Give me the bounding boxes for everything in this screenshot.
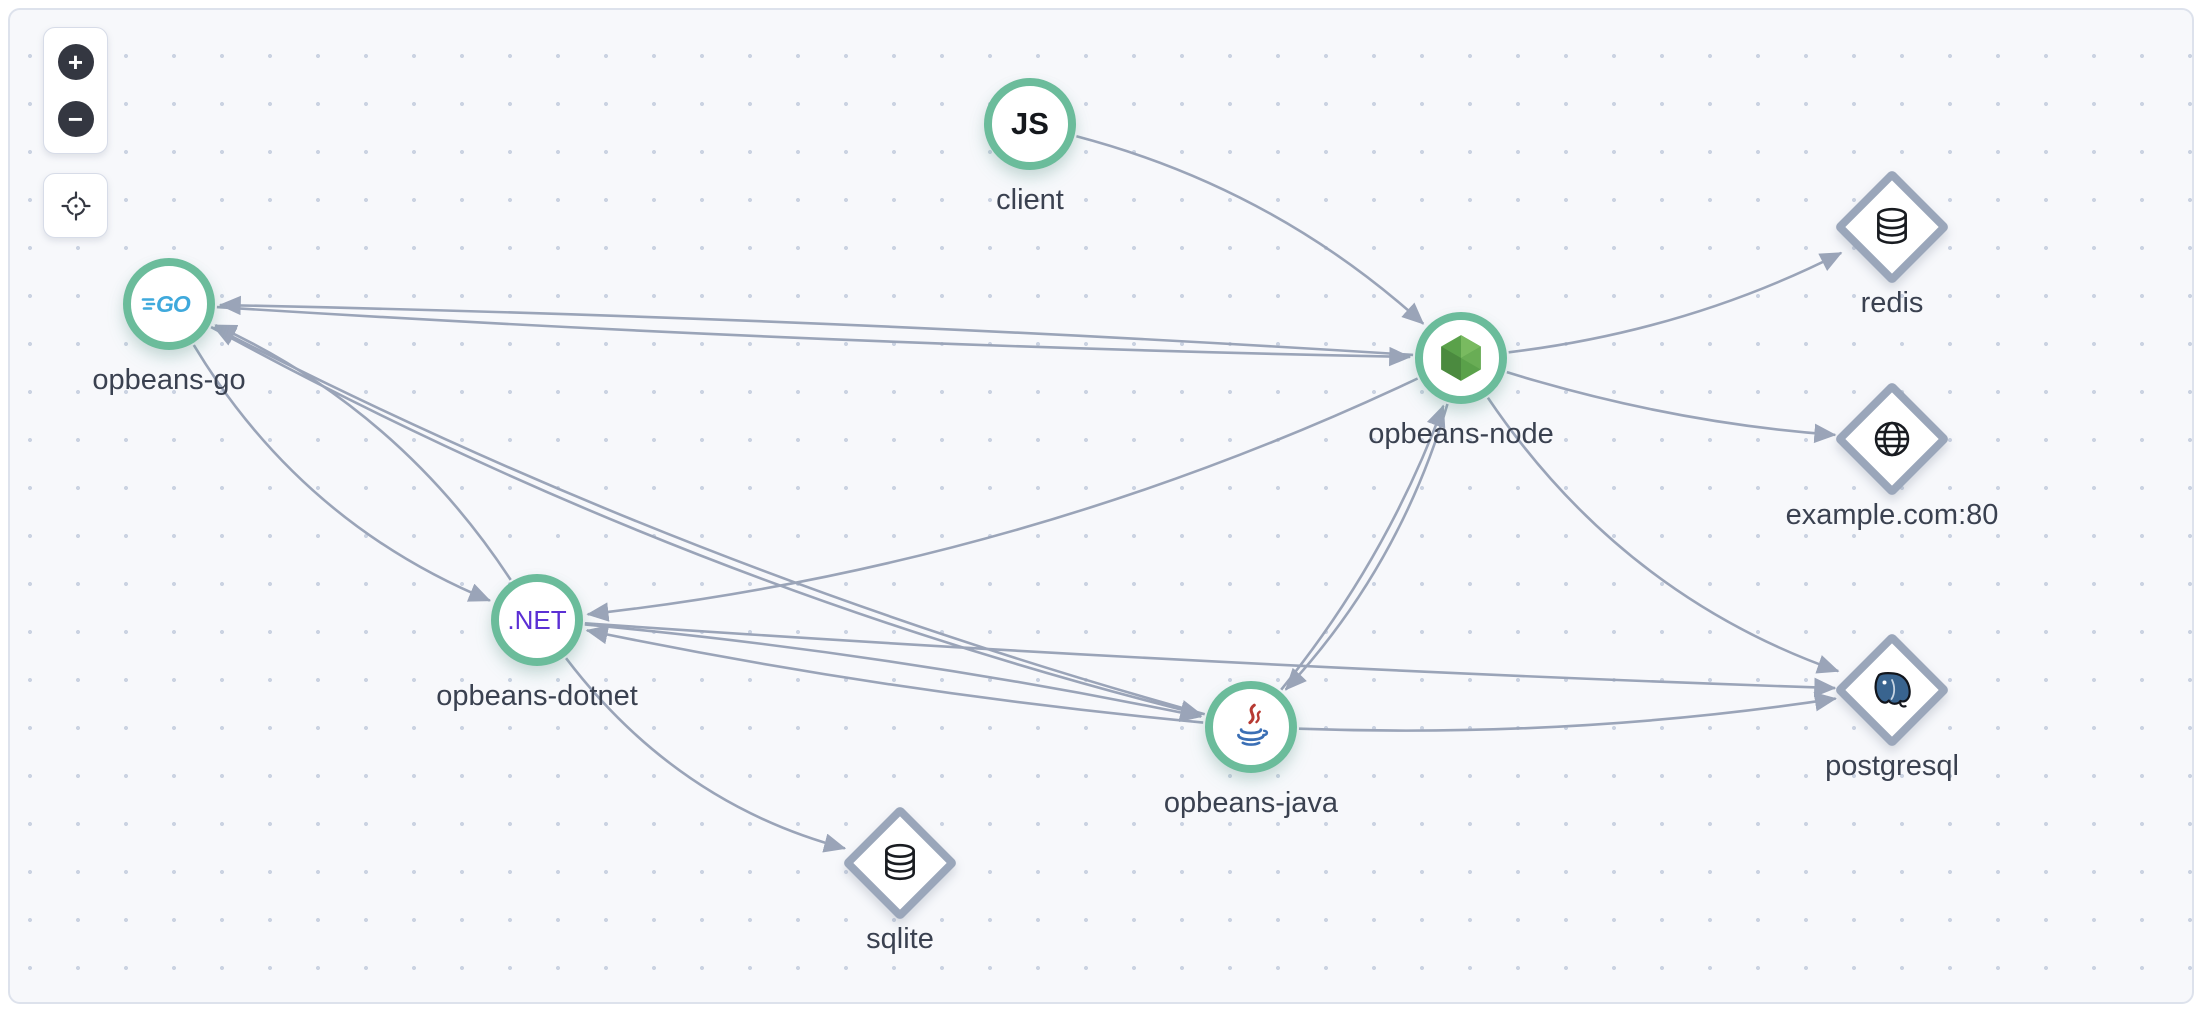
dependency-node-redis[interactable] [1834, 169, 1950, 285]
postgresql-logo-icon [1870, 670, 1914, 710]
edge-opbeans-node-to-postgresql [1486, 397, 1840, 674]
edge-opbeans-go-to-opbeans-java [210, 325, 1203, 720]
edge-opbeans-node-to-opbeans-dotnet [586, 377, 1419, 622]
recenter-map-button[interactable] [43, 173, 108, 238]
node-label-opbeans-go: opbeans-go [92, 364, 246, 396]
zoom-controls: + − [43, 27, 108, 154]
node-label-opbeans-dotnet: opbeans-dotnet [436, 680, 638, 712]
service-node-opbeans-node[interactable] [1415, 312, 1507, 404]
edge-opbeans-dotnet-to-opbeans-go [214, 324, 512, 581]
service-node-opbeans-go[interactable]: GO [123, 258, 215, 350]
java-logo-icon [1229, 703, 1273, 751]
crosshair-icon [60, 190, 91, 221]
nodejs-logo-icon [1438, 333, 1484, 383]
service-node-opbeans-java[interactable] [1205, 681, 1297, 773]
edge-client-to-opbeans-node [1076, 134, 1425, 325]
plus-icon: + [67, 47, 84, 78]
globe-icon [1872, 419, 1912, 459]
service-node-client[interactable]: JS [984, 78, 1076, 170]
node-label-redis: redis [1860, 287, 1924, 319]
edge-opbeans-java-to-postgresql [1298, 692, 1837, 732]
edge-opbeans-dotnet-to-sqlite [565, 657, 847, 853]
svg-text:GO: GO [156, 291, 191, 317]
go-logo-icon: GO [141, 290, 197, 318]
edge-opbeans-dotnet-to-opbeans-java [584, 623, 1203, 722]
dependency-node-sqlite[interactable] [842, 805, 958, 921]
edge-opbeans-go-to-opbeans-dotnet [192, 344, 492, 602]
edge-opbeans-java-to-opbeans-dotnet [585, 625, 1204, 724]
node-label-example: example.com:80 [1785, 499, 1999, 531]
node-label-sqlite: sqlite [866, 923, 934, 955]
node-label-client: client [996, 184, 1064, 216]
minus-icon: − [67, 103, 84, 134]
edge-opbeans-node-to-redis [1508, 251, 1843, 354]
node-label-postgresql: postgresql [1825, 750, 1959, 782]
js-logo-icon: JS [1011, 106, 1049, 141]
edge-opbeans-go-to-opbeans-node [216, 305, 1412, 367]
edge-opbeans-java-to-opbeans-node [1280, 404, 1446, 691]
service-node-opbeans-dotnet[interactable]: .NET [491, 574, 583, 666]
node-label-opbeans-node: opbeans-node [1368, 418, 1554, 450]
zoom-out-button[interactable]: − [57, 100, 94, 137]
edge-layer [192, 134, 1843, 853]
edge-opbeans-java-to-opbeans-go [213, 326, 1206, 716]
database-icon [881, 842, 919, 884]
dependency-node-example[interactable] [1834, 381, 1950, 497]
edge-opbeans-node-to-opbeans-java [1284, 403, 1449, 691]
node-label-opbeans-java: opbeans-java [1163, 787, 1339, 819]
zoom-in-button[interactable]: + [57, 44, 94, 81]
edge-opbeans-node-to-opbeans-go [218, 295, 1414, 357]
database-icon [1873, 206, 1911, 248]
edge-opbeans-node-to-example [1506, 370, 1837, 444]
dotnet-logo-icon: .NET [507, 604, 567, 635]
edge-opbeans-dotnet-to-postgresql [584, 622, 1837, 698]
dependency-node-postgresql[interactable] [1834, 632, 1950, 748]
